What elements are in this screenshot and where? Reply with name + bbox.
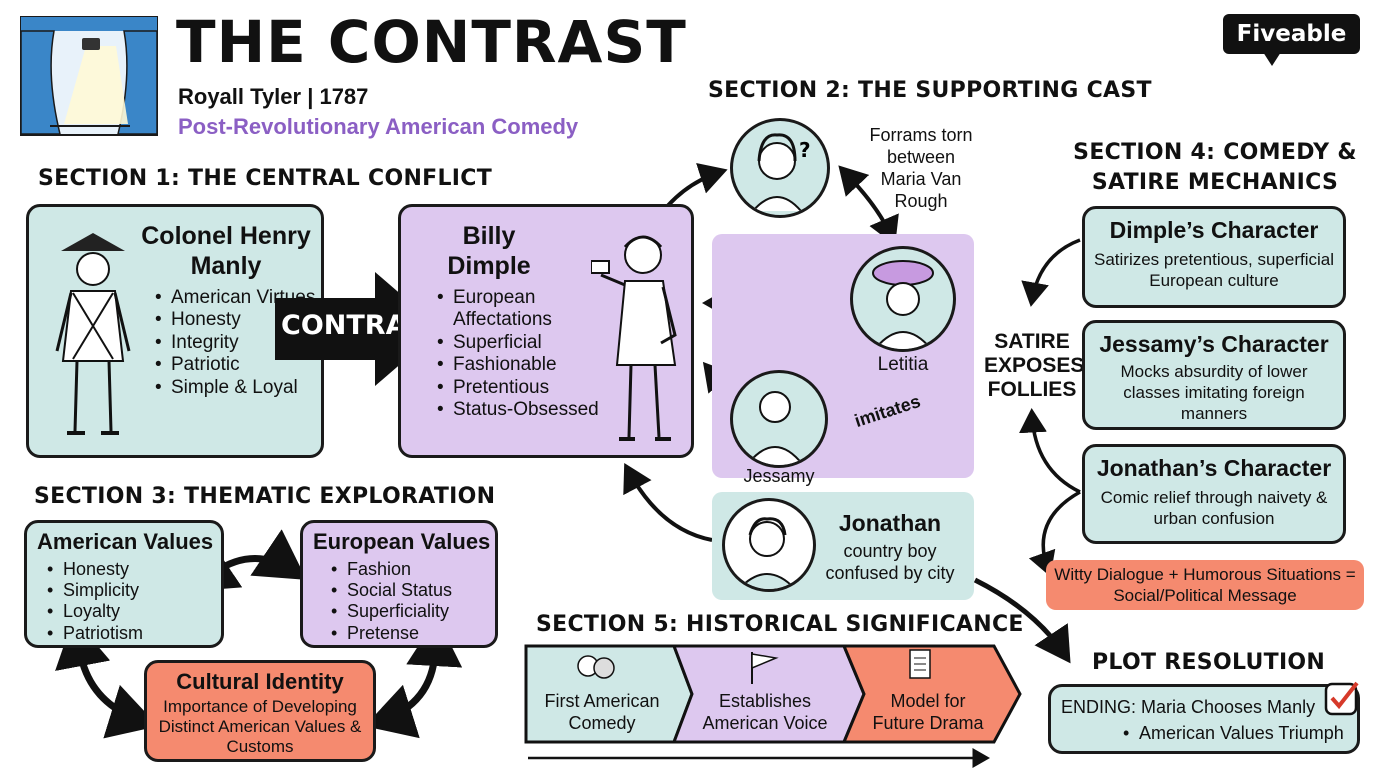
value-item: Patriotism xyxy=(47,623,143,644)
genre-tagline: Post-Revolutionary American Comedy xyxy=(178,114,579,139)
author-year: Royall Tyler | 1787 xyxy=(178,84,369,109)
section3-heading: SECTION 3: THEMATIC EXPLORATION xyxy=(34,484,496,509)
resolution-result: American Values Triumph xyxy=(1123,723,1344,744)
resolution-heading: PLOT RESOLUTION xyxy=(1092,650,1326,675)
step-american-voice: Establishes American Voice xyxy=(702,691,828,733)
country-boy-icon xyxy=(738,517,796,589)
letitia-portrait xyxy=(850,246,956,352)
theater-masks-icon xyxy=(577,655,615,679)
jonathan-satire-title: Jonathan’s Character xyxy=(1096,455,1332,481)
trait-item: Superficial xyxy=(437,332,612,355)
trait-item: Fashionable xyxy=(437,354,612,377)
dimple-satire-title: Dimple’s Character xyxy=(1109,217,1319,243)
logo-text: Fiveable xyxy=(1236,21,1347,47)
cultural-identity-desc: Importance of Developing Distinct Americ… xyxy=(158,697,362,756)
value-item: Simplicity xyxy=(47,580,143,601)
jessamy-label: Jessamy xyxy=(743,466,815,486)
cultural-identity-title: Cultural Identity xyxy=(176,669,344,694)
resolution-ending: ENDING: Maria Chooses Manly xyxy=(1061,697,1316,717)
value-item: Honesty xyxy=(47,559,143,580)
jonathan-satire-card: Jonathan’s Character Comic relief throug… xyxy=(1082,444,1346,544)
trait-item: Integrity xyxy=(155,332,320,355)
flag-icon xyxy=(751,652,779,684)
resolution-result-list: American Values Triumph xyxy=(1123,723,1344,744)
soldier-icon xyxy=(43,221,143,447)
trait-item: European Affectations xyxy=(437,287,612,332)
dimple-satire-desc: Satirizes pretentious, superficial Europ… xyxy=(1093,250,1334,290)
section5-heading: SECTION 5: HISTORICAL SIGNIFICANCE xyxy=(536,612,1024,637)
jessamy-satire-desc: Mocks absurdity of lower classes imitati… xyxy=(1120,362,1308,423)
trait-item: Pretentious xyxy=(437,377,612,400)
checkmark-icon xyxy=(1323,679,1361,717)
trait-item: Status-Obsessed xyxy=(437,399,612,422)
step-future-drama: Model for Future Drama xyxy=(872,691,984,733)
dandy-figure-icon xyxy=(590,225,685,451)
stage-spotlight-icon xyxy=(20,16,158,136)
section4-heading: SECTION 4: COMEDY & SATIRE MECHANICS xyxy=(1073,140,1357,195)
american-values-list: Honesty Simplicity Loyalty Patriotism xyxy=(47,559,143,644)
svg-text:?: ? xyxy=(799,138,811,162)
value-item: Fashion xyxy=(331,559,452,580)
european-values-card: European Values Fashion Social Status Su… xyxy=(300,520,498,648)
trait-item: Simple & Loyal xyxy=(155,377,320,400)
script-icon xyxy=(909,649,931,679)
jonathan-satire-desc: Comic relief through naivety & urban con… xyxy=(1100,488,1328,528)
satire-message: Witty Dialogue + Humorous Situations = S… xyxy=(1046,560,1364,610)
trait-item: Honesty xyxy=(155,309,320,332)
value-item: Superficiality xyxy=(331,601,452,622)
value-item: Social Status xyxy=(331,580,452,601)
satire-label: SATIRE EXPOSES FOLLIES xyxy=(984,330,1085,401)
value-item: Pretense xyxy=(331,623,452,644)
american-values-title: American Values xyxy=(37,529,214,554)
dimple-card: Billy Dimple European Affectations Super… xyxy=(398,204,694,458)
value-item: Loyalty xyxy=(47,601,143,622)
dimple-satire-card: Dimple’s Character Satirizes pretentious… xyxy=(1082,206,1346,308)
forrams-note: Forrams torn between Maria Van Rough xyxy=(869,125,973,211)
letitia-label: Letitia xyxy=(877,354,929,375)
resolution-card: ENDING: Maria Chooses Manly American Val… xyxy=(1048,681,1360,754)
forrams-portrait: ? xyxy=(730,118,830,218)
fiveable-logo: Fiveable xyxy=(1223,14,1360,66)
trait-item: Patriotic xyxy=(155,354,320,377)
jonathan-portrait xyxy=(722,498,816,592)
european-values-list: Fashion Social Status Superficiality Pre… xyxy=(331,559,452,644)
page-title: THE CONTRAST xyxy=(176,8,687,76)
dimple-traits: European Affectations Superficial Fashio… xyxy=(437,287,612,422)
jonathan-name: Jonathan xyxy=(838,510,942,536)
significance-chevrons: First American Comedy Establishes Americ… xyxy=(524,644,1024,744)
valet-icon xyxy=(746,391,804,465)
jonathan-desc: country boy confused by city xyxy=(825,541,955,583)
lady-feathered-hat-icon xyxy=(872,260,934,349)
section1-heading: SECTION 1: THE CENTRAL CONFLICT xyxy=(38,166,493,191)
jonathan-card: Jonathan country boy confused by city xyxy=(712,492,974,600)
cultural-identity-card: Cultural Identity Importance of Developi… xyxy=(144,660,376,762)
jessamy-satire-card: Jessamy’s Character Mocks absurdity of l… xyxy=(1082,320,1346,430)
step-first-american-comedy: First American Comedy xyxy=(544,691,660,733)
confused-woman-icon: ? xyxy=(752,133,811,212)
manly-name: Colonel Henry Manly xyxy=(141,222,311,280)
european-values-title: European Values xyxy=(313,529,491,554)
dimple-name: Billy Dimple xyxy=(447,222,531,280)
section2-heading: SECTION 2: THE SUPPORTING CAST xyxy=(708,78,1152,103)
jessamy-satire-title: Jessamy’s Character xyxy=(1099,331,1329,357)
american-values-card: American Values Honesty Simplicity Loyal… xyxy=(24,520,224,648)
jessamy-portrait xyxy=(730,370,828,468)
